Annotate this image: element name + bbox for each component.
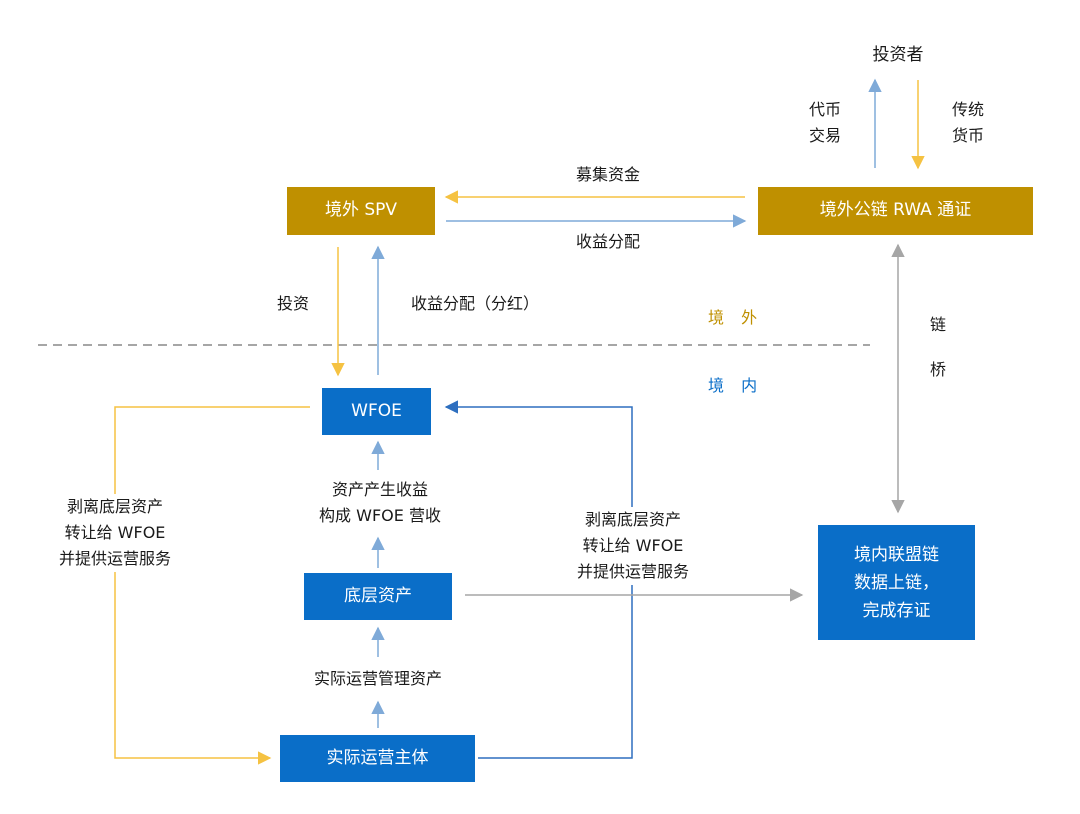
strip-left-line3: 并提供运营服务	[58, 549, 171, 568]
consortium-chain-line3: 完成存证	[862, 600, 931, 621]
strip-mid-line2: 转让给 WFOE	[582, 536, 684, 555]
operating-entity-label: 实际运营主体	[326, 747, 429, 768]
chain-bridge-line2: 桥	[929, 360, 946, 379]
strip-left-label: 剥离底层资产 转让给 WFOE 并提供运营服务	[30, 494, 200, 572]
strip-mid-label: 剥离底层资产 转让给 WFOE 并提供运营服务	[548, 507, 718, 585]
onshore-zone-label: 境 内	[708, 376, 764, 395]
consortium-chain-box: 境内联盟链 数据上链， 完成存证	[818, 525, 975, 640]
offshore-spv-box: 境外 SPV	[287, 187, 435, 235]
raise-funds-label: 募集资金	[575, 165, 640, 184]
offshore-rwa-box: 境外公链 RWA 通证	[758, 187, 1033, 235]
offshore-zone-label: 境 外	[708, 308, 764, 327]
strip-mid-line1: 剥离底层资产	[584, 510, 681, 529]
consortium-chain-line1: 境内联盟链	[854, 544, 939, 565]
underlying-asset-box: 底层资产	[304, 573, 452, 620]
investor-label: 投资者	[872, 45, 924, 65]
arrow-left-strip-loop	[114, 406, 310, 765]
asset-yield-line1: 资产产生收益	[331, 480, 428, 499]
asset-yield-line2: 构成 WFOE 营收	[319, 506, 441, 525]
consortium-chain-line2: 数据上链，	[854, 572, 939, 593]
token-trading-line1: 代币	[808, 100, 841, 119]
offshore-spv-label: 境外 SPV	[324, 200, 398, 221]
chain-bridge-label: 链 桥	[918, 302, 958, 392]
offshore-rwa-label: 境外公链 RWA 通证	[819, 200, 972, 221]
ops-manage-label: 实际运营管理资产	[313, 669, 442, 688]
fiat-line1: 传统	[951, 100, 984, 119]
strip-left-line2: 转让给 WFOE	[64, 523, 166, 542]
fiat-line2: 货币	[951, 126, 984, 145]
dividend-label: 收益分配（分红）	[410, 294, 539, 313]
chain-bridge-line1: 链	[929, 315, 946, 334]
underlying-asset-label: 底层资产	[344, 585, 412, 606]
revenue-distribution-label: 收益分配	[575, 232, 640, 251]
token-trading-label: 代币 交易	[800, 97, 850, 149]
invest-label: 投资	[276, 294, 309, 313]
token-trading-line2: 交易	[808, 126, 841, 145]
wfoe-label: WFOE	[351, 400, 402, 421]
wfoe-box: WFOE	[322, 388, 431, 435]
asset-yield-label: 资产产生收益 构成 WFOE 营收	[300, 477, 460, 529]
strip-mid-line3: 并提供运营服务	[576, 562, 689, 581]
fiat-label: 传统 货币	[943, 97, 993, 149]
operating-entity-box: 实际运营主体	[280, 735, 475, 782]
strip-left-line1: 剥离底层资产	[66, 497, 163, 516]
